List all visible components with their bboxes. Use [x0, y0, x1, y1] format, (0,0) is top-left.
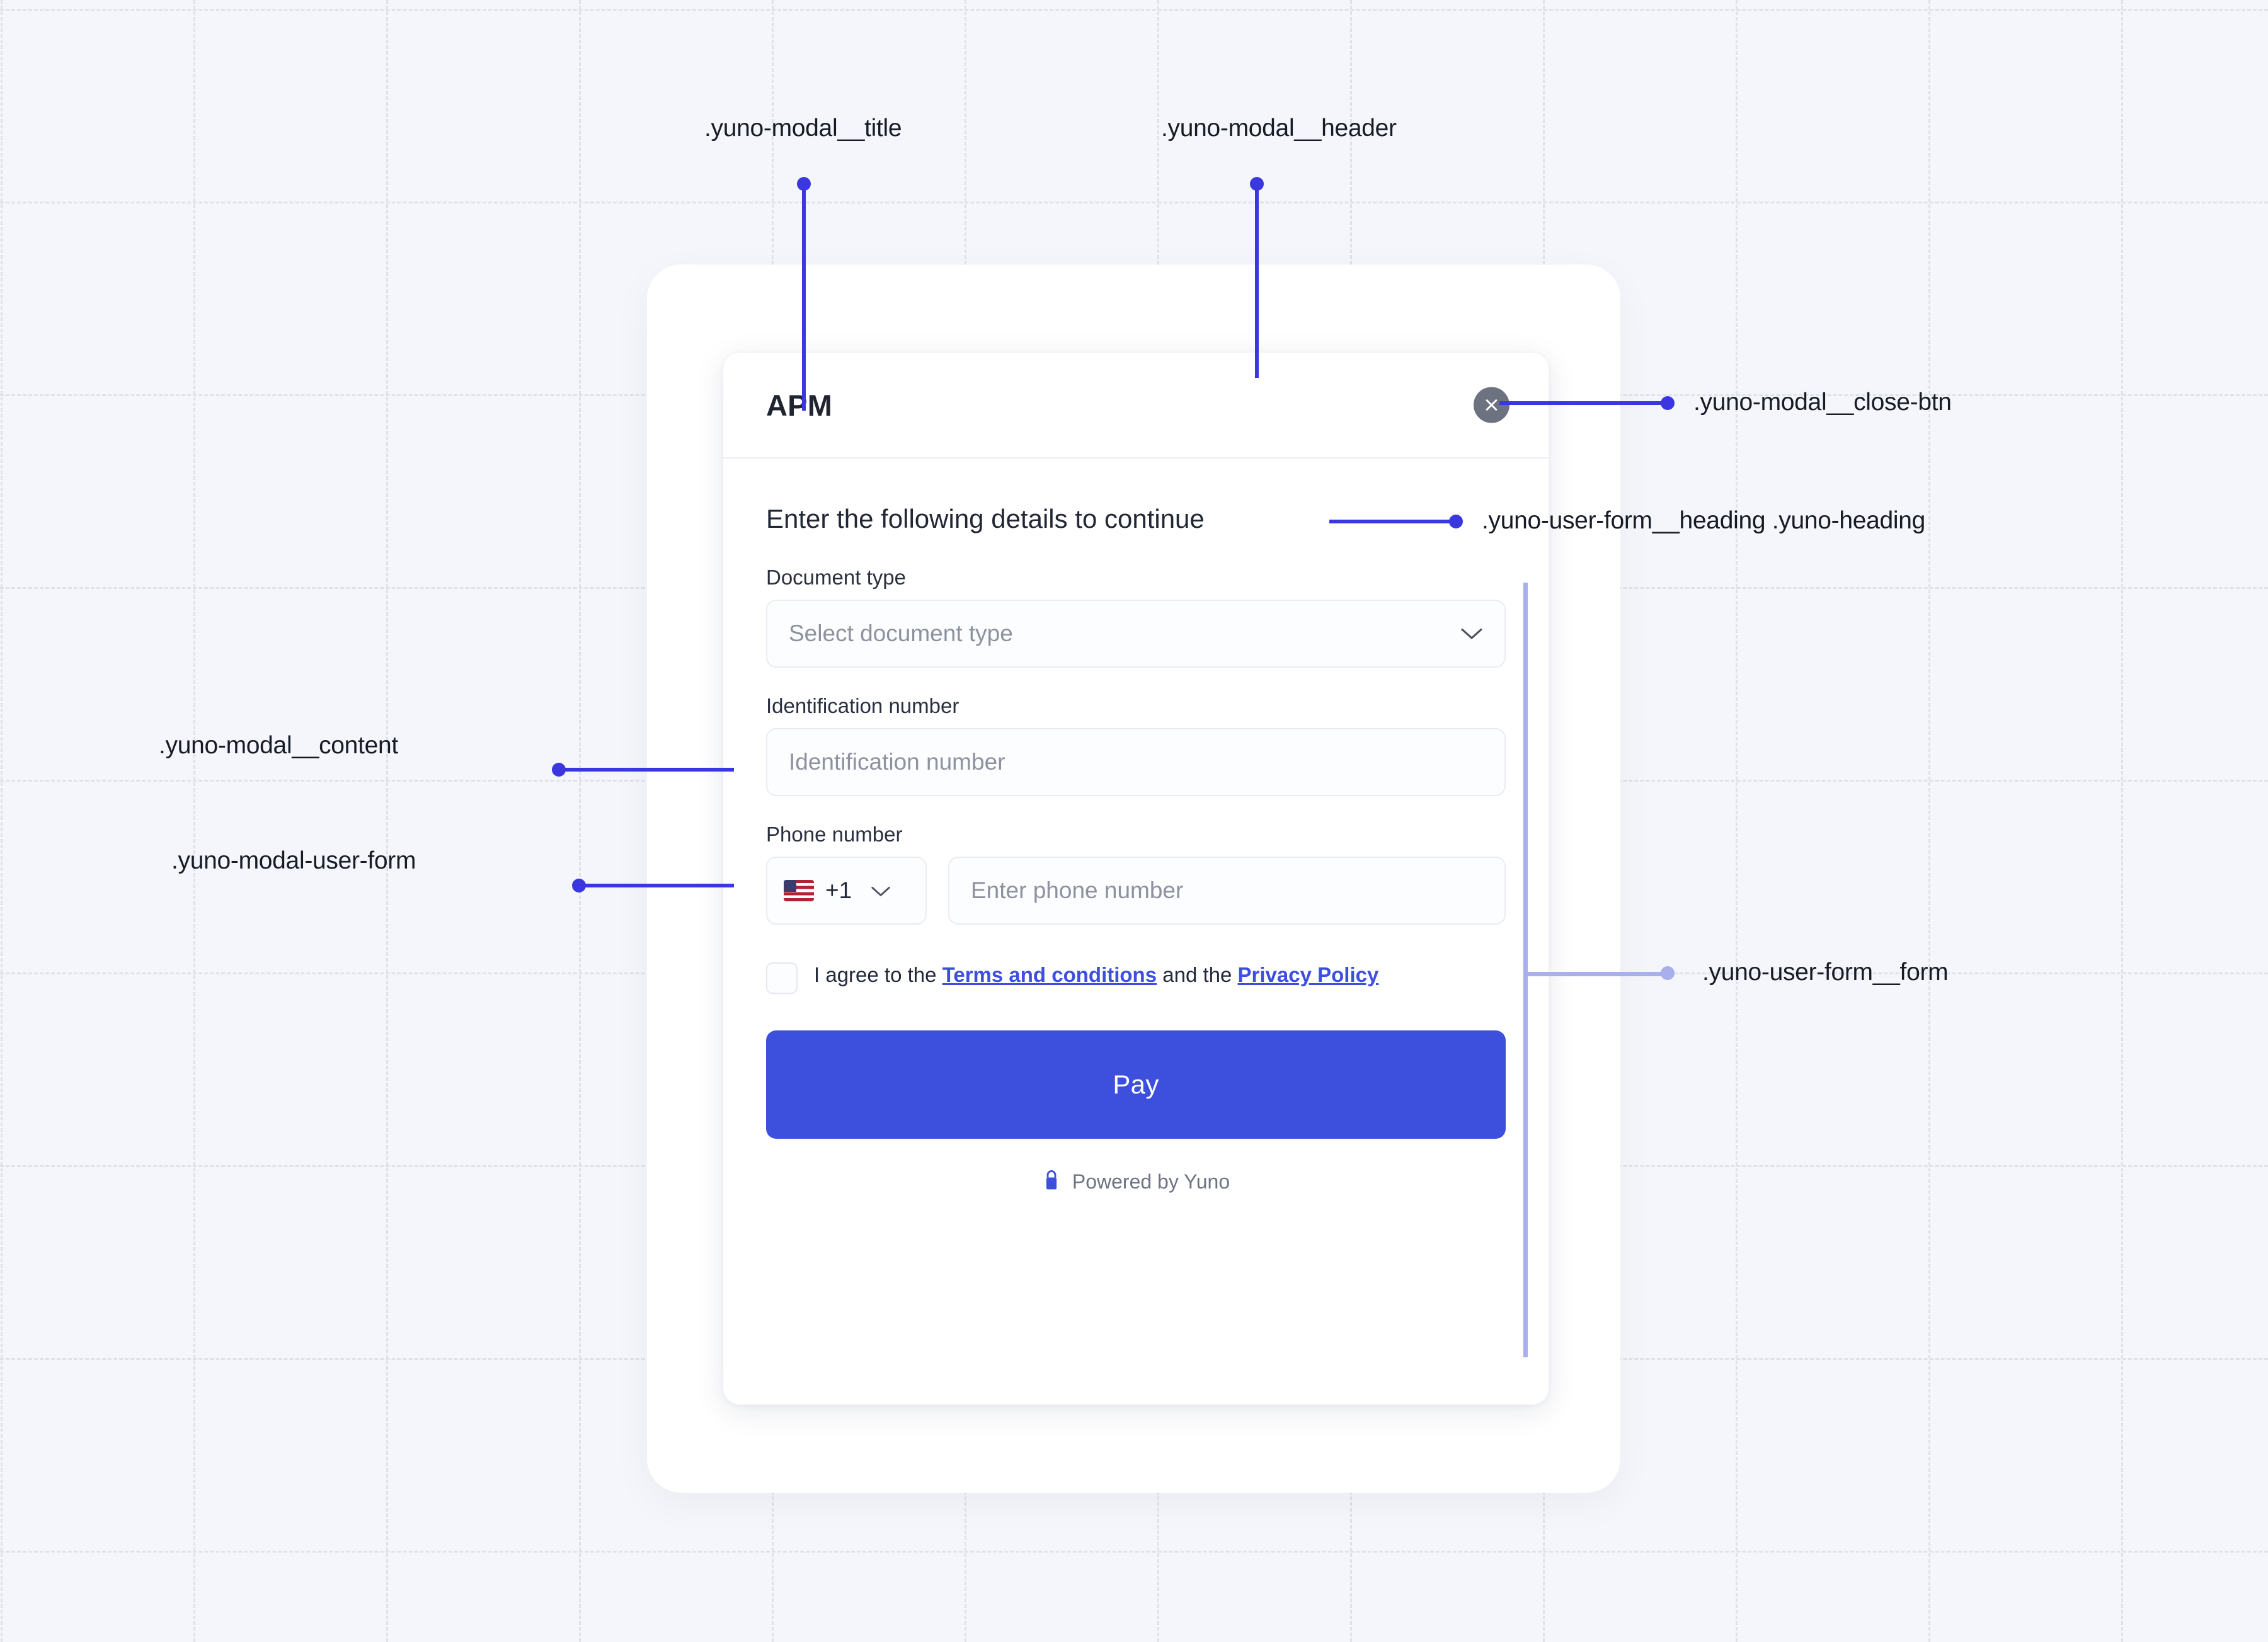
phone-row: +1 Enter phone number [766, 857, 1506, 925]
annotation-label-modal-title: .yuno-modal__title [704, 115, 902, 142]
chevron-down-icon [871, 877, 891, 904]
terms-prefix: I agree to the [814, 963, 942, 986]
page-title: APM [766, 388, 833, 422]
grid-line-horizontal [0, 202, 2268, 203]
identification-number-label: Identification number [766, 694, 959, 717]
document-type-placeholder: Select document type [789, 620, 1013, 646]
annotation-label-modal-header: .yuno-modal__header [1161, 115, 1397, 142]
terms-text: I agree to the Terms and conditions and … [814, 960, 1378, 990]
terms-and-conditions-link[interactable]: Terms and conditions [942, 963, 1157, 986]
terms-checkbox[interactable] [766, 962, 798, 994]
document-type-label: Document type [766, 566, 906, 589]
grid-line-vertical [1, 0, 3, 1642]
close-icon[interactable] [1474, 387, 1509, 423]
terms-middle: and the [1157, 963, 1238, 986]
grid-line-vertical [193, 0, 195, 1642]
grid-line-vertical [1928, 0, 1930, 1642]
terms-row: I agree to the Terms and conditions and … [766, 960, 1506, 994]
identification-number-input[interactable]: Identification number [766, 728, 1506, 796]
country-code-select[interactable]: +1 [766, 857, 927, 925]
document-type-select[interactable]: Select document type [766, 600, 1506, 668]
us-flag-icon [784, 880, 814, 901]
annotation-dot-user-form-form [1661, 966, 1675, 980]
pay-button[interactable]: Pay [766, 1030, 1506, 1139]
grid-line-horizontal [0, 9, 2268, 11]
annotation-dot-modal-header [1250, 177, 1264, 191]
grid-line-vertical [386, 0, 388, 1642]
annotation-label-close-btn: .yuno-modal__close-btn [1693, 389, 1952, 416]
annotation-label-modal-content: .yuno-modal__content [159, 732, 398, 759]
modal-header: APM [723, 353, 1549, 459]
grid-line-horizontal [0, 1551, 2268, 1553]
annotation-dot-modal-user-form [572, 879, 586, 892]
annotation-dot-modal-title [797, 177, 811, 191]
user-form-heading: Enter the following details to continue [766, 504, 1205, 533]
grid-line-vertical [1736, 0, 1738, 1642]
annotation-label-modal-user-form: .yuno-modal-user-form [171, 847, 416, 874]
modal-content: Enter the following details to continue … [723, 459, 1549, 1405]
field-identification-number: Identification number Identification num… [766, 694, 1506, 796]
phone-number-label: Phone number [766, 823, 903, 846]
modal-footer: Powered by Yuno [766, 1169, 1506, 1220]
powered-by-label: Powered by Yuno [1072, 1170, 1230, 1193]
field-document-type: Document type Select document type [766, 566, 1506, 668]
phone-number-placeholder: Enter phone number [971, 877, 1184, 903]
annotation-dot-modal-content [552, 763, 566, 777]
yuno-modal: APM Enter the following details to conti… [723, 353, 1549, 1405]
privacy-policy-link[interactable]: Privacy Policy [1237, 963, 1379, 986]
field-phone-number: Phone number +1 Enter phone number [766, 823, 1506, 925]
phone-number-input[interactable]: Enter phone number [948, 857, 1506, 925]
grid-line-vertical [2121, 0, 2123, 1642]
lock-icon [1042, 1169, 1061, 1195]
chevron-down-icon [1460, 620, 1483, 647]
annotation-dot-close-btn [1661, 396, 1675, 410]
grid-line-vertical [579, 0, 581, 1642]
annotation-label-user-form-form: .yuno-user-form__form [1702, 959, 1949, 986]
identification-number-placeholder: Identification number [789, 749, 1005, 775]
country-code-value: +1 [825, 877, 852, 903]
